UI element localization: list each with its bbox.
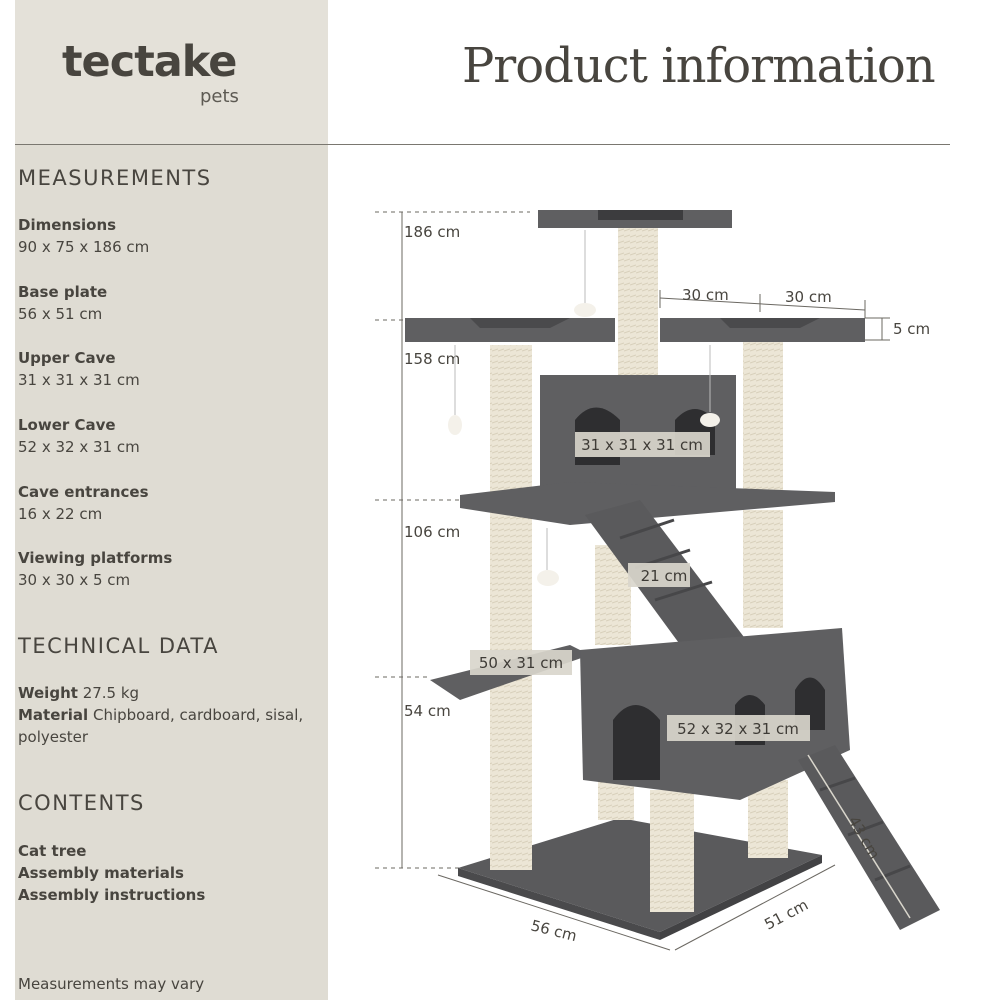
measurement-value: 31 x 31 x 31 cm (18, 371, 140, 389)
middle-platform (460, 482, 835, 525)
cave-entrance (613, 705, 660, 780)
middle-platform-dimension: 50 x 31 cm (479, 654, 563, 672)
measurement-value: 30 x 30 x 5 cm (18, 571, 131, 589)
brand-logo: tectake pets (62, 37, 262, 107)
sisal-post (743, 510, 783, 628)
sidebar: tectake pets MEASUREMENTS Dimensions 90 … (15, 0, 328, 1000)
upper-left-platform (405, 318, 615, 342)
measurement-value: 56 x 51 cm (18, 305, 103, 323)
measurement-label: Lower Cave (18, 416, 116, 434)
measurement-value: 52 x 32 x 31 cm (18, 438, 140, 456)
top-platform-recess (598, 210, 683, 220)
measurement-item: Upper Cave 31 x 31 x 31 cm (18, 347, 140, 391)
hanging-toy (537, 528, 559, 586)
measurement-label: Upper Cave (18, 349, 116, 367)
technical-data: Weight 27.5 kg Material Chipboard, cardb… (18, 682, 318, 748)
measurement-label: Viewing platforms (18, 549, 173, 567)
measurement-value: 16 x 22 cm (18, 505, 103, 523)
measurement-label: Dimensions (18, 216, 117, 234)
contents-item: Assembly instructions (18, 886, 206, 904)
ramp-tag-bg (628, 563, 690, 587)
material-label: Material (18, 706, 89, 724)
base-plate-edge (660, 855, 822, 940)
sisal-post (743, 340, 783, 500)
hanging-toy (574, 230, 596, 317)
measurement-item: Dimensions 90 x 75 x 186 cm (18, 214, 149, 258)
material-value: Chipboard, cardboard, sisal, polyester (18, 706, 304, 746)
brand-sub: pets (200, 86, 239, 107)
cat-tree-diagram: 186 cm 158 cm 106 cm 54 cm 31 x 31 x 31 … (375, 210, 940, 951)
measurement-item: Lower Cave 52 x 32 x 31 cm (18, 414, 140, 458)
lower-cave-dimension: 52 x 32 x 31 cm (677, 720, 799, 738)
weight-value: 27.5 kg (82, 684, 140, 702)
sisal-post (618, 228, 658, 383)
ramp-measure-line (807, 754, 911, 919)
contents-list: Cat tree Assembly materials Assembly ins… (18, 840, 205, 906)
upper-cave-dimension: 31 x 31 x 31 cm (581, 436, 703, 454)
contents-item: Assembly materials (18, 864, 184, 882)
base-depth-dimension: 51 cm (761, 896, 811, 934)
logo-area: tectake pets (15, 0, 328, 145)
header-divider (15, 144, 950, 145)
upper-cave-tag-bg (575, 432, 710, 457)
platform-recess (470, 318, 570, 328)
platform-recess (720, 318, 820, 328)
platform-width-guide (659, 290, 890, 341)
disclaimer-note: Measurements may vary (18, 975, 205, 993)
base-plate (458, 818, 822, 932)
contents-item: Cat tree (18, 842, 87, 860)
height-label: 106 cm (404, 523, 460, 541)
page-title: Product information (462, 38, 936, 94)
contents-title: CONTENTS (18, 791, 145, 815)
measurements-title: MEASUREMENTS (18, 166, 212, 190)
base-dimension-guide (437, 864, 836, 951)
platform-thickness: 5 cm (893, 320, 930, 338)
base-width-dimension: 56 cm (529, 916, 579, 945)
lower-ramp (798, 745, 940, 930)
measurement-item: Base plate 56 x 51 cm (18, 281, 107, 325)
hanging-toy (448, 345, 462, 435)
height-label: 158 cm (404, 350, 460, 368)
base-plate-edge (458, 868, 660, 940)
measurement-label: Cave entrances (18, 483, 149, 501)
measurement-item: Cave entrances 16 x 22 cm (18, 481, 149, 525)
sisal-post (490, 345, 532, 870)
platform-width-left: 30 cm (682, 286, 729, 304)
upper-right-platform (660, 318, 865, 342)
lower-cave-tag-bg (667, 715, 810, 741)
platform-tag-bg (470, 650, 572, 675)
upper-ramp-dimension: 21 cm (641, 567, 688, 585)
brand-name: tectake (62, 37, 237, 87)
measurement-item: Viewing platforms 30 x 30 x 5 cm (18, 547, 172, 591)
measurement-label: Base plate (18, 283, 108, 301)
height-label: 54 cm (404, 702, 451, 720)
height-label: 186 cm (404, 223, 460, 241)
platform-width-right: 30 cm (785, 288, 832, 306)
sisal-post (650, 790, 694, 912)
hanging-toy (700, 345, 720, 427)
weight-label: Weight (18, 684, 78, 702)
technical-title: TECHNICAL DATA (18, 634, 219, 658)
measurement-value: 90 x 75 x 186 cm (18, 238, 150, 256)
